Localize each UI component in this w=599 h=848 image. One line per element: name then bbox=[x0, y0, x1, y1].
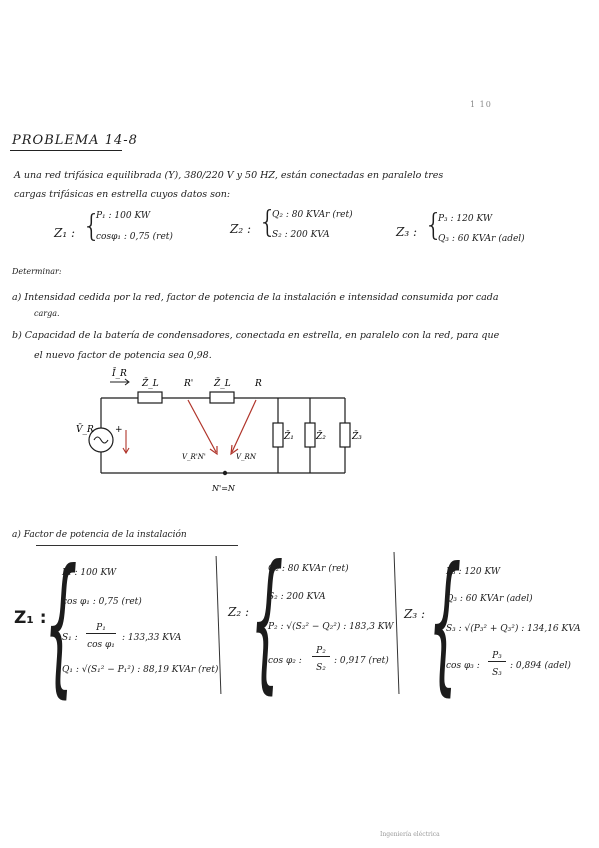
label-z3: Z̄₃ bbox=[351, 430, 362, 442]
solution-z1-s-result: : 133,33 KVA bbox=[122, 633, 182, 643]
solution-z2-cos-denominator: S₂ bbox=[316, 663, 326, 673]
label-vrn: V_RN bbox=[236, 453, 257, 461]
solution-z2-cos-label: cos φ₂ : bbox=[268, 656, 302, 666]
solution-z2-cos-numerator: P₂ bbox=[312, 646, 330, 657]
statement-line-2: cargas trifásicas en estrella cuyos dato… bbox=[14, 189, 231, 200]
label-vr: V̄_R bbox=[76, 423, 94, 435]
line-impedance-2 bbox=[209, 391, 235, 404]
label-vrn-prime: V_R'N' bbox=[182, 453, 206, 461]
load-z2-line-1: Q₂ : 80 KVAr (ret) bbox=[272, 210, 353, 220]
solution-z3-name: Z₃ : bbox=[404, 607, 426, 621]
page-mark: 1 10 bbox=[470, 100, 492, 109]
load-z2-brace: { bbox=[258, 205, 278, 240]
title-underline bbox=[10, 150, 122, 151]
load-z1-line-2: cosφ₁ : 0,75 (ret) bbox=[96, 232, 173, 242]
task-a-line-2: carga. bbox=[34, 309, 60, 318]
solution-z1-line-2: cos φ₁ : 0,75 (ret) bbox=[62, 597, 142, 607]
solution-heading-underline bbox=[36, 545, 238, 546]
solution-z2-line-1: Q₂ : 80 KVAr (ret) bbox=[268, 564, 349, 574]
current-arrowhead-icon bbox=[124, 378, 130, 386]
voltage-arrow-rn bbox=[231, 399, 257, 453]
solution-z2-cos-result: : 0,917 (ret) bbox=[334, 656, 389, 666]
solution-z1-s-denominator: cos φ₁ bbox=[87, 640, 115, 650]
statement-line-1: A una red trifásica equilibrada (Y), 380… bbox=[14, 170, 444, 181]
load-z3-line-2: Q₃ : 60 KVAr (adel) bbox=[438, 234, 525, 244]
load-impedance-2 bbox=[304, 422, 316, 448]
circuit-diagram: Ī_R Z̄_L R' Z̄_L R V̄_R + V_R'N' V_RN Z̄… bbox=[76, 367, 362, 493]
solution-z3-line-3: S₃ : √(P₃² + Q₃²) : 134,16 KVA bbox=[446, 624, 581, 634]
label-r: R bbox=[254, 379, 262, 389]
load-impedance-1 bbox=[272, 422, 284, 448]
task-b-line-2: el nuevo factor de potencia sea 0,98. bbox=[34, 350, 212, 361]
load-z1-line-1: P₁ : 100 KW bbox=[96, 211, 151, 221]
solution-z2-line-2: S₂ : 200 KVA bbox=[268, 592, 326, 602]
solution-z1-line-1: P₁ : 100 KW bbox=[62, 568, 117, 578]
sine-wave-icon bbox=[93, 436, 109, 444]
load-impedance-3 bbox=[339, 422, 351, 448]
solution-z1-line-4: Q₁ : √(S₁² − P₁²) : 88,19 KVAr (ret) bbox=[62, 665, 219, 675]
solution-z1-s-numerator: P₁ bbox=[86, 623, 116, 634]
footer-text: Ingeniería eléctrica bbox=[380, 831, 440, 838]
task-b-line-1: b) Capacidad de la batería de condensado… bbox=[12, 330, 500, 341]
solution-z2-brace: { bbox=[250, 534, 284, 708]
solution-z3-cos-label: cos φ₃ : bbox=[446, 661, 480, 671]
label-node: N'=N bbox=[211, 484, 236, 493]
line-impedance-1 bbox=[137, 391, 163, 404]
problem-title: PROBLEMA 14-8 bbox=[12, 133, 138, 148]
solution-heading: a) Factor de potencia de la instalación bbox=[12, 530, 187, 540]
task-a-line-1: a) Intensidad cedida por la red, factor … bbox=[12, 292, 499, 303]
label-zl-1: Z̄_L bbox=[141, 377, 159, 389]
solution-z3-line-2: Q₃ : 60 KVAr (adel) bbox=[446, 594, 533, 604]
solution-z1-brace: { bbox=[44, 538, 78, 712]
voltage-arrowhead-2-icon bbox=[230, 444, 239, 456]
label-z1: Z̄₁ bbox=[283, 430, 294, 442]
load-z3-name: Z₃ : bbox=[396, 225, 418, 239]
label-ir: Ī_R bbox=[111, 367, 127, 379]
solution-z1-name: Z₁ : bbox=[14, 608, 47, 628]
load-z2-line-2: S₂ : 200 KVA bbox=[272, 230, 330, 240]
tasks-intro: Determinar: bbox=[12, 267, 62, 276]
solution-z3-cos-result: : 0,894 (adel) bbox=[510, 661, 571, 671]
solution-z3-brace: { bbox=[428, 536, 462, 710]
load-z2-name: Z₂ : bbox=[230, 222, 252, 236]
source-voltage-arrowhead-icon bbox=[122, 447, 130, 455]
solution-z3-cos-numerator: P₃ bbox=[488, 651, 506, 662]
label-zl-2: Z̄_L bbox=[213, 377, 231, 389]
label-plus: + bbox=[115, 425, 123, 435]
load-z1-name: Z₁ : bbox=[54, 226, 76, 240]
load-z3-brace: { bbox=[424, 208, 444, 243]
solution-z1-s-label: S₁ : bbox=[62, 633, 78, 643]
solution-z2-line-3: P₂ : √(S₂² − Q₂²) : 183,3 KW bbox=[268, 622, 394, 632]
label-z2: Z̄₂ bbox=[315, 430, 326, 442]
voltage-arrow-rn-prime bbox=[187, 399, 217, 453]
load-z1-brace: { bbox=[82, 209, 102, 244]
load-z3-line-1: P₃ : 120 KW bbox=[438, 214, 493, 224]
divider-2 bbox=[393, 552, 400, 694]
solution-z3-cos-denominator: S₃ bbox=[492, 668, 502, 678]
label-r-prime: R' bbox=[183, 379, 193, 389]
solution-z3-line-1: P₃ : 120 KW bbox=[446, 567, 501, 577]
solution-z2-name: Z₂ : bbox=[228, 605, 250, 619]
voltage-arrowhead-1-icon bbox=[209, 446, 218, 456]
neutral-node bbox=[222, 470, 228, 476]
